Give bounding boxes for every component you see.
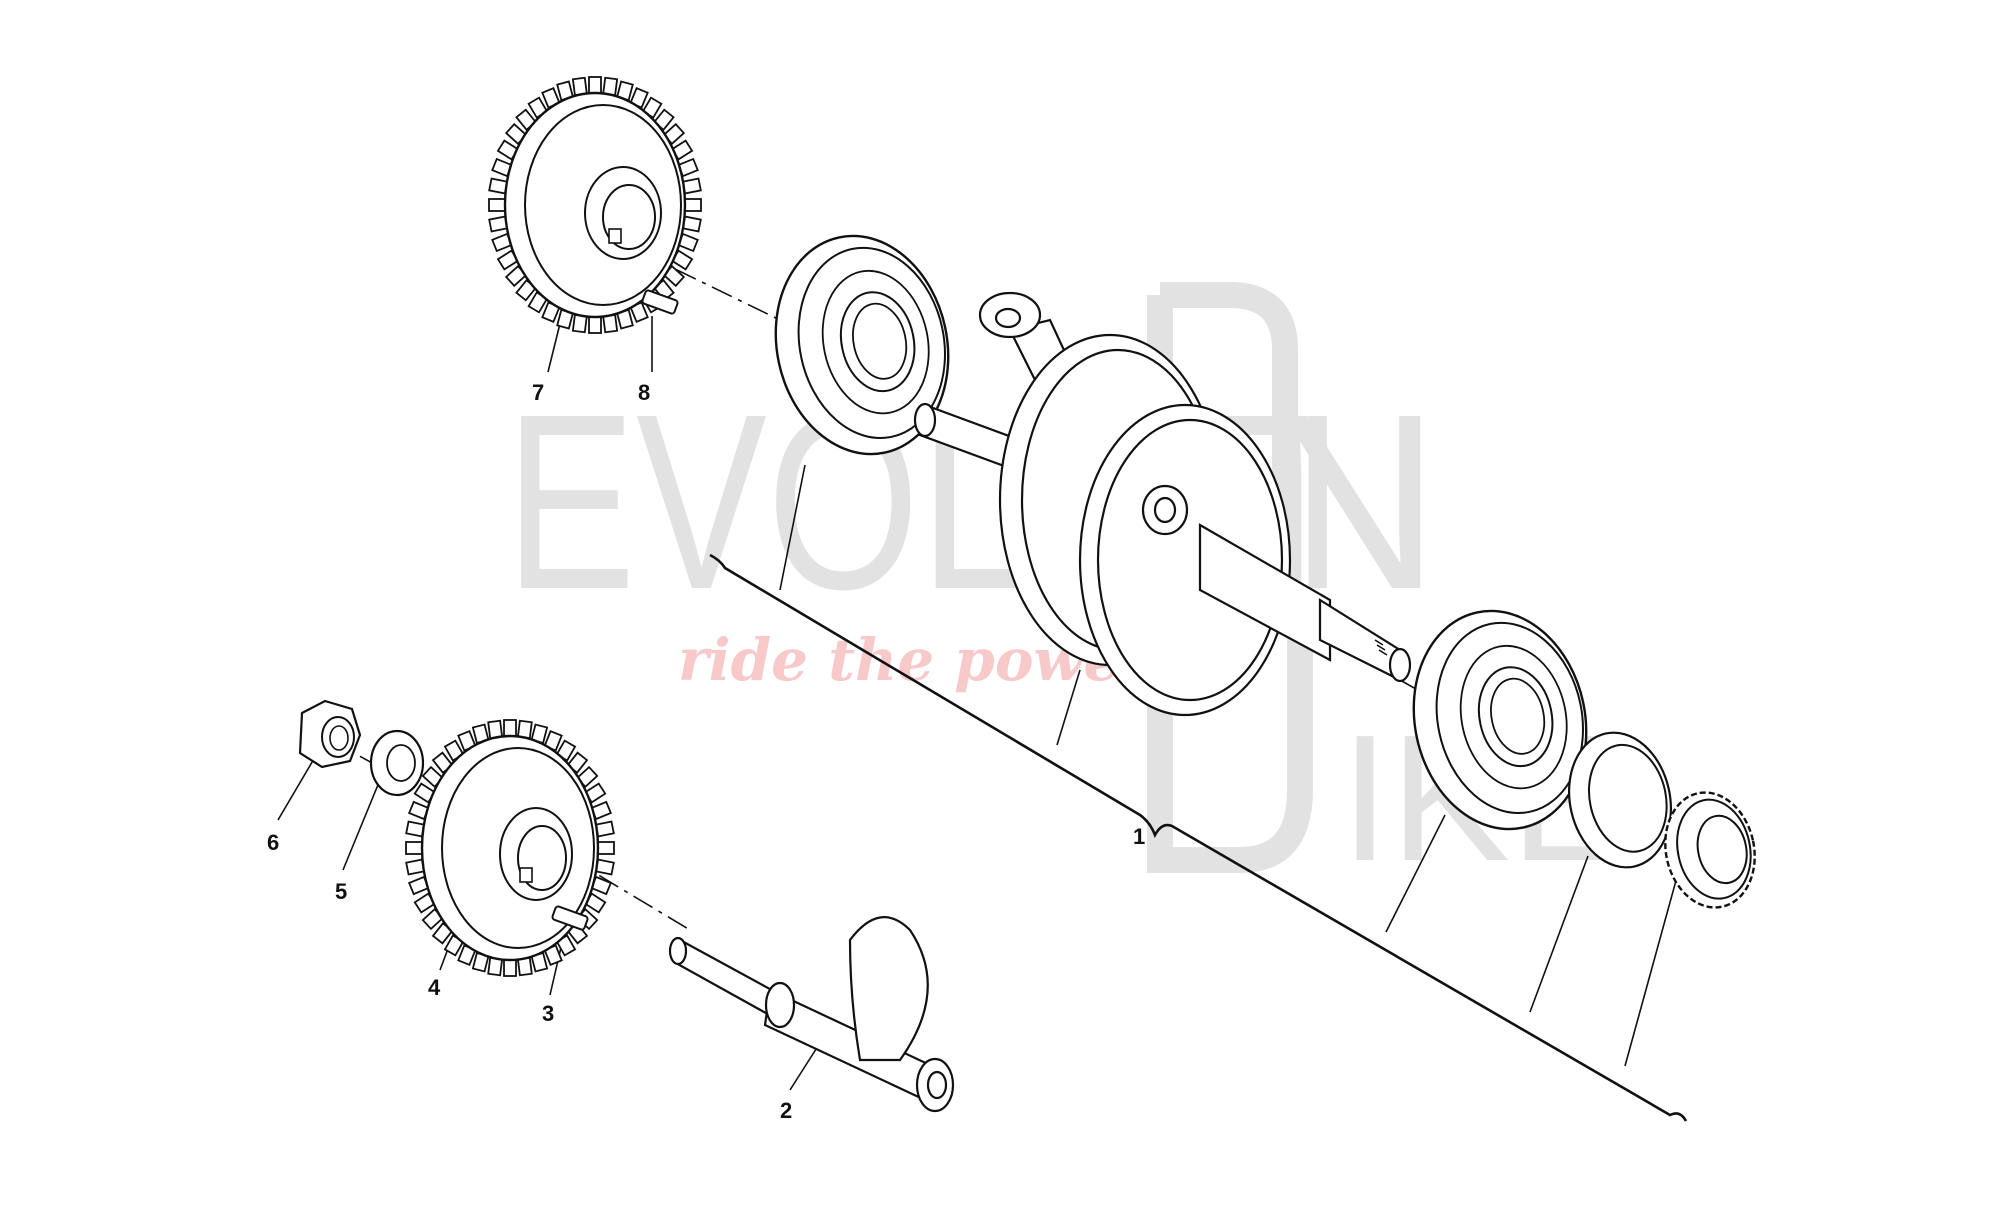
washer-icon <box>369 729 425 797</box>
nut-icon <box>298 699 362 769</box>
callout-7: 7 <box>532 380 544 405</box>
gear-tooth <box>597 841 615 855</box>
gear-tooth <box>405 841 423 855</box>
timing-sprocket-icon <box>1664 791 1756 909</box>
woodruff-key-icon <box>641 289 679 315</box>
spacer-ring-icon <box>1567 731 1673 869</box>
callout-4: 4 <box>428 975 441 1000</box>
primary-gear-icon <box>488 76 702 334</box>
balancer-gear-icon <box>405 719 615 977</box>
assembly-bracket <box>709 553 1688 1122</box>
callout-3: 3 <box>542 1001 554 1026</box>
callout-5: 5 <box>335 879 347 904</box>
callout-6: 6 <box>267 830 279 855</box>
gear-tooth <box>503 719 517 737</box>
gear-tooth <box>503 959 517 977</box>
gear-teeth <box>405 719 615 977</box>
balancer-shaft-icon <box>668 916 955 1113</box>
gear-tooth <box>588 316 602 334</box>
gear-tooth <box>588 76 602 94</box>
gear-tooth <box>488 198 506 212</box>
main-bearing-left-icon <box>774 234 950 456</box>
main-bearing-right-icon <box>1412 609 1588 831</box>
callout-1: 1 <box>1133 824 1145 849</box>
callout-2: 2 <box>780 1098 792 1123</box>
callout-8: 8 <box>638 380 650 405</box>
crankshaft-assembly-icon <box>913 291 1412 717</box>
woodruff-key-icon <box>551 905 589 931</box>
callout-labels: 1 2 3 4 5 6 7 8 <box>267 380 1145 1123</box>
gear-tooth <box>684 198 702 212</box>
